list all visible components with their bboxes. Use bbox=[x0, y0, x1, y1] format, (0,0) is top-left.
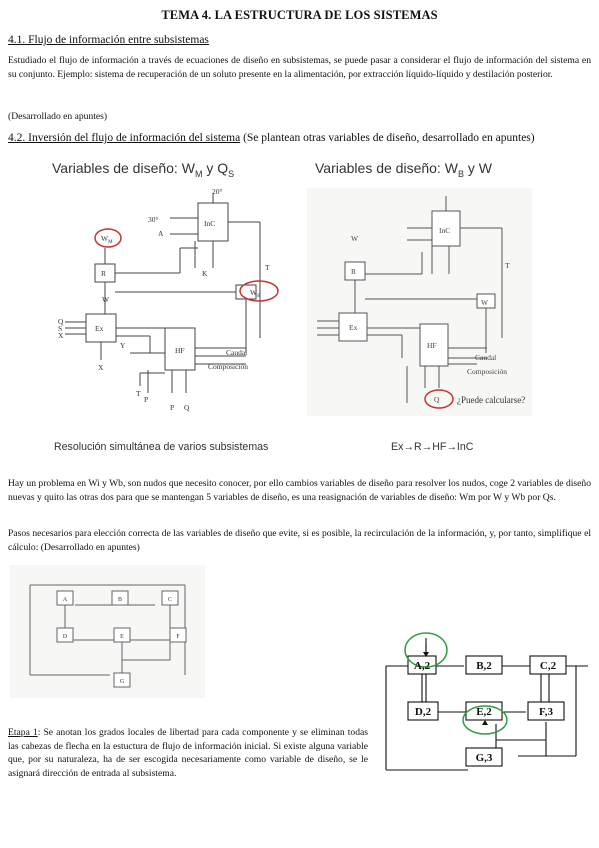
ex-block bbox=[85, 313, 117, 343]
section-heading-4-2-main: 4.2. Inversión del flujo de información … bbox=[8, 132, 241, 144]
figure-right-caption: Ex→R→HF→InC bbox=[391, 441, 474, 453]
tb-label: T bbox=[265, 263, 270, 272]
node-e bbox=[113, 627, 131, 643]
wb-highlight-circle bbox=[239, 280, 279, 302]
node-e-label: E bbox=[120, 634, 124, 640]
etapa-label: Etapa 1 bbox=[8, 727, 38, 738]
etapa-text: : Se anotan los grados locales de libert… bbox=[8, 727, 368, 779]
section-4-1-body: Estudiado el flujo de información a trav… bbox=[8, 55, 591, 80]
node-d bbox=[56, 627, 74, 643]
p-label: P bbox=[144, 395, 148, 404]
node-a bbox=[56, 590, 74, 606]
node-f-3 bbox=[527, 701, 565, 721]
wb-label: WB bbox=[250, 288, 261, 299]
section-4-1-note: (Desarrollado en apuntes) bbox=[8, 111, 108, 122]
paragraph-4: Pasos necesarios para elección correcta … bbox=[8, 528, 591, 553]
node-b-2 bbox=[465, 655, 503, 675]
inc-label: InC bbox=[204, 219, 215, 228]
figure-left-title-sub2: S bbox=[228, 168, 235, 179]
node-a-2-label: A,2 bbox=[414, 660, 431, 672]
etapa-paragraph: Etapa 1: Se anotan los grados locales de… bbox=[8, 726, 368, 780]
figure-right-title-mid: y W bbox=[463, 160, 492, 176]
figure-right-diagram: W R Ex HF InC Q T W Caudal Composición ¿… bbox=[307, 188, 532, 416]
p2-label: P bbox=[170, 403, 174, 412]
r-label: R bbox=[101, 269, 106, 278]
wm-label: WM bbox=[101, 234, 113, 245]
a-label: A bbox=[158, 229, 164, 238]
node-d-2 bbox=[407, 701, 439, 721]
figure-left-title-text: Variables de diseño: W bbox=[52, 160, 195, 176]
node-f-3-label: F,3 bbox=[539, 706, 553, 718]
ye-label: Y bbox=[120, 341, 126, 350]
node-g-3-label: G,3 bbox=[476, 752, 493, 764]
k-label: K bbox=[202, 269, 208, 278]
node-b-2-label: B,2 bbox=[476, 660, 492, 672]
figure-left-title: Variables de diseño: WM y QS bbox=[52, 160, 234, 179]
t-label: T bbox=[136, 389, 141, 398]
figure-right-title: Variables de diseño: WB y W bbox=[315, 160, 492, 179]
section-heading-4-2: 4.2. Inversión del flujo de información … bbox=[8, 132, 535, 144]
s-label: S bbox=[58, 324, 62, 333]
deg-label: 30° bbox=[148, 215, 159, 224]
wm-highlight-circle bbox=[94, 228, 122, 248]
node-d-2-label: D,2 bbox=[415, 706, 432, 718]
node-a-green-circle bbox=[404, 632, 448, 668]
x-label: X bbox=[98, 363, 104, 372]
node-g bbox=[113, 672, 131, 688]
section-heading-4-1: 4.1. Flujo de información entre subsiste… bbox=[8, 34, 209, 46]
r-wb-label: W bbox=[481, 298, 489, 307]
r-wm-label: W bbox=[351, 234, 359, 243]
section-heading-4-2-suffix: (Se plantean otras variables de diseño, … bbox=[240, 132, 535, 144]
figure-left-title-sub1: M bbox=[194, 168, 203, 179]
graph-small: A B C D E F G bbox=[10, 565, 205, 698]
figure-left-caption: Resolución simultánea de varios subsiste… bbox=[54, 441, 269, 453]
question-text: ¿Puede calcularse? bbox=[457, 395, 525, 405]
graph-big: A,2 B,2 C,2 D,2 E,2 F,3 G,3 bbox=[385, 632, 588, 771]
figure-left-title-mid: y Q bbox=[202, 160, 229, 176]
node-c-2 bbox=[529, 655, 567, 675]
node-g-3 bbox=[465, 747, 503, 767]
composicion-label: Composición bbox=[208, 362, 248, 371]
figure-right-title-text: Variables de diseño: W bbox=[315, 160, 458, 176]
r-r-label: R bbox=[351, 267, 356, 276]
node-d-label: D bbox=[63, 634, 68, 640]
r-caudal-label: Caudal bbox=[475, 353, 496, 362]
figure-right-title-sub1: B bbox=[457, 168, 464, 179]
node-e-2-label: E,2 bbox=[476, 706, 492, 718]
figure-left-diagram: WM R WB Ex HF InC W Y X Q S X T P P Q T … bbox=[58, 188, 279, 412]
caudal-label: Caudal bbox=[226, 348, 247, 357]
ex-label: Ex bbox=[95, 324, 104, 333]
node-e-green-circle bbox=[462, 705, 508, 735]
node-c bbox=[161, 590, 179, 606]
node-a-label: A bbox=[63, 597, 68, 603]
hf-block bbox=[164, 327, 196, 371]
node-b-label: B bbox=[118, 597, 122, 603]
r-inc-label: InC bbox=[439, 226, 450, 235]
q2-label: Q bbox=[184, 403, 190, 412]
paragraph-3: Hay un problema en Wi y Wb, son nudos qu… bbox=[8, 478, 591, 503]
page-title: TEMA 4. LA ESTRUCTURA DE LOS SISTEMAS bbox=[161, 8, 438, 22]
r-qs-label: Q bbox=[434, 395, 440, 404]
node-c-2-label: C,2 bbox=[540, 660, 557, 672]
node-c-label: C bbox=[168, 597, 172, 603]
r-hf-label: HF bbox=[427, 341, 437, 350]
r-ex-label: Ex bbox=[349, 323, 358, 332]
qs-highlight-circle bbox=[424, 389, 454, 409]
node-g-label: G bbox=[120, 679, 125, 685]
q-label: Q bbox=[58, 317, 64, 326]
node-f-label: F bbox=[176, 634, 180, 640]
r-tb-label: T bbox=[505, 261, 510, 270]
deg2-label: 20° bbox=[212, 188, 223, 196]
w-label: W bbox=[102, 295, 110, 304]
node-f bbox=[169, 627, 187, 643]
hf-label: HF bbox=[175, 346, 185, 355]
r-composicion-label: Composición bbox=[467, 367, 507, 376]
node-b bbox=[111, 590, 129, 606]
x-in-label: X bbox=[58, 331, 64, 340]
